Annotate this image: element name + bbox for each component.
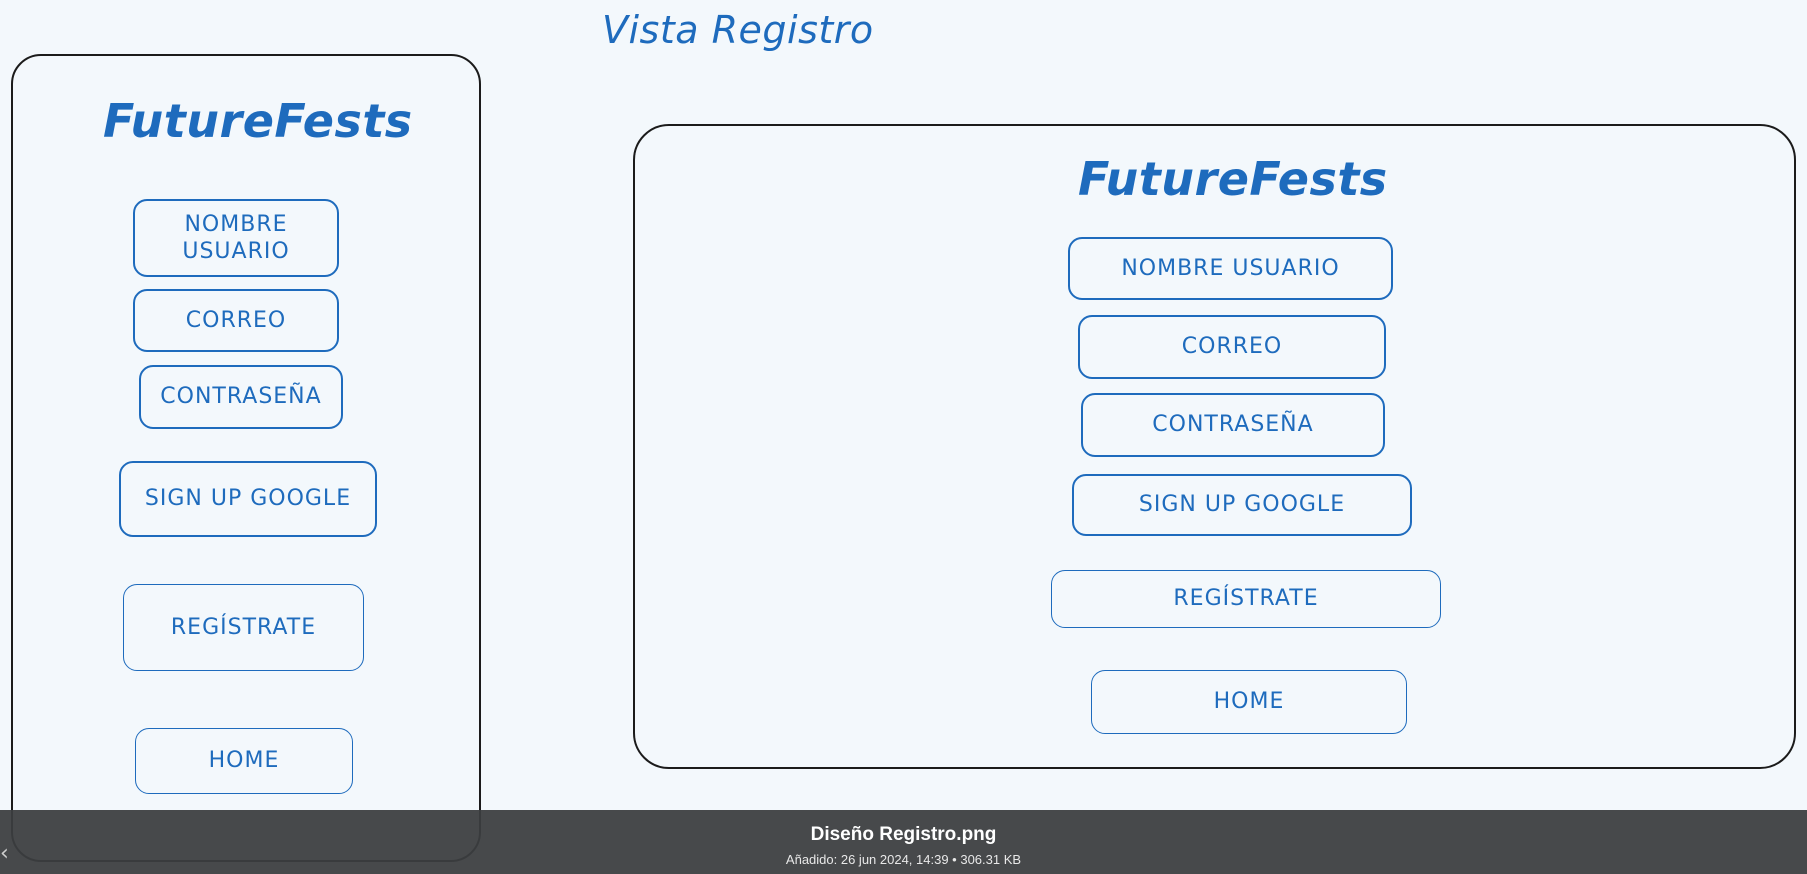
file-name: Diseño Registro.png — [810, 824, 997, 845]
desktop-frame: FutureFests NOMBRE USUARIO CORREO CONTRA… — [633, 124, 1796, 769]
desktop-password-button[interactable]: CONTRASEÑA — [1081, 393, 1385, 457]
desktop-username-button[interactable]: NOMBRE USUARIO — [1068, 237, 1393, 300]
chevron-left-icon[interactable]: ‹ — [0, 841, 9, 866]
mobile-username-button[interactable]: NOMBRE USUARIO — [133, 199, 339, 277]
desktop-google-signup-button[interactable]: SIGN UP GOOGLE — [1072, 474, 1412, 536]
desktop-register-button[interactable]: REGÍSTRATE — [1051, 570, 1441, 628]
desktop-home-button[interactable]: HOME — [1091, 670, 1407, 734]
mobile-register-button[interactable]: REGÍSTRATE — [123, 584, 364, 671]
file-meta: Añadido: 26 jun 2024, 14:39 • 306.31 KB — [785, 852, 1022, 867]
desktop-email-button[interactable]: CORREO — [1078, 315, 1386, 379]
mobile-frame: FutureFests NOMBRE USUARIO CORREO CONTRA… — [11, 54, 481, 862]
mobile-brand-title: FutureFests — [103, 94, 413, 148]
mobile-home-button[interactable]: HOME — [135, 728, 353, 794]
mobile-google-signup-button[interactable]: SIGN UP GOOGLE — [119, 461, 377, 537]
mobile-email-button[interactable]: CORREO — [133, 289, 339, 352]
desktop-brand-title: FutureFests — [1078, 152, 1388, 206]
page-title: Vista Registro — [602, 8, 874, 52]
image-info-bar: Diseño Registro.png Añadido: 26 jun 2024… — [0, 810, 1807, 874]
mobile-password-button[interactable]: CONTRASEÑA — [139, 365, 343, 429]
